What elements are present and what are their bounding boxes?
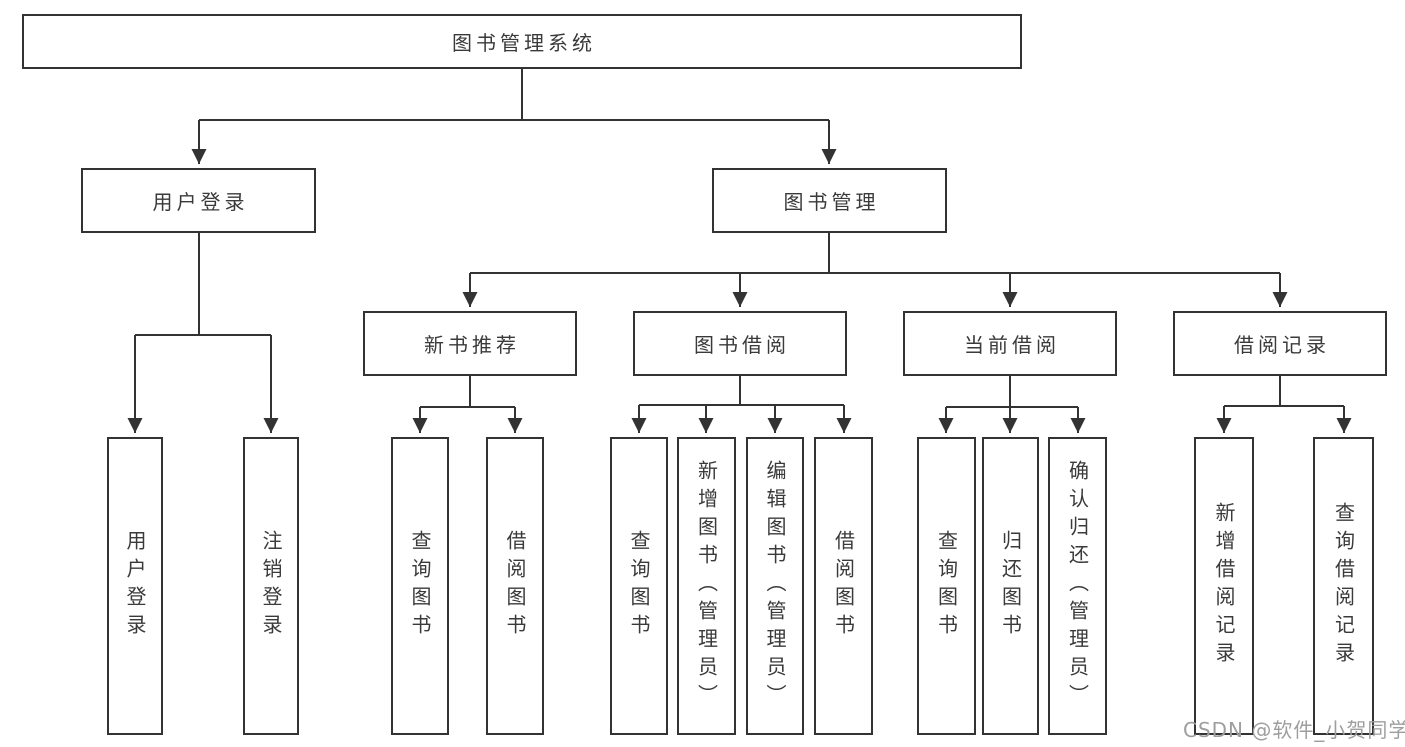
node-borrow-records: 借阅记录: [1173, 311, 1387, 376]
leaf-edit-books-admin: 编辑图书（管理员）: [746, 437, 804, 735]
node-book-borrow: 图书借阅: [633, 311, 847, 376]
leaf-return-books-label: 归还图书: [998, 530, 1023, 642]
node-root-system: 图书管理系统: [22, 14, 1022, 69]
node-user-login-branch: 用户登录: [81, 168, 316, 233]
node-borrow-records-label: 借阅记录: [1234, 333, 1330, 357]
node-book-mgmt-branch: 图书管理: [712, 168, 947, 233]
leaf-query-books-1-label: 查询图书: [408, 530, 432, 642]
leaf-query-books-2-label: 查询图书: [627, 530, 651, 642]
leaf-borrow-books-2: 借阅图书: [814, 437, 873, 735]
node-new-book-recommend: 新书推荐: [363, 311, 577, 376]
leaf-confirm-return-admin: 确认归还（管理员）: [1048, 437, 1107, 735]
leaf-query-books-2: 查询图书: [610, 437, 668, 735]
leaf-add-books-admin: 新增图书（管理员）: [677, 437, 736, 735]
node-current-borrow: 当前借阅: [903, 311, 1117, 376]
node-current-borrow-label: 当前借阅: [964, 333, 1060, 357]
leaf-query-books-3: 查询图书: [917, 437, 976, 735]
leaf-add-borrow-record-label: 新增借阅记录: [1212, 502, 1236, 670]
leaf-query-borrow-record-label: 查询借阅记录: [1331, 502, 1356, 670]
leaf-user-login: 用户登录: [107, 437, 163, 735]
leaf-query-books-3-label: 查询图书: [934, 530, 959, 642]
node-new-book-recommend-label: 新书推荐: [424, 333, 520, 357]
csdn-watermark: CSDN @软件_小贺同学: [1183, 718, 1405, 742]
leaf-logout-label: 注销登录: [259, 530, 283, 642]
leaf-return-books: 归还图书: [982, 437, 1039, 735]
leaf-borrow-books-2-label: 借阅图书: [831, 530, 856, 642]
node-user-login-branch-label: 用户登录: [152, 190, 249, 214]
leaf-borrow-books-1-label: 借阅图书: [503, 530, 527, 642]
leaf-query-borrow-record: 查询借阅记录: [1313, 437, 1374, 735]
node-root-system-label: 图书管理系统: [452, 31, 596, 55]
leaf-add-borrow-record: 新增借阅记录: [1194, 437, 1254, 735]
leaf-logout: 注销登录: [243, 437, 299, 735]
leaf-confirm-return-admin-label: 确认归还（管理员）: [1065, 460, 1090, 712]
leaf-borrow-books-1: 借阅图书: [486, 437, 544, 735]
node-book-borrow-label: 图书借阅: [694, 333, 790, 357]
leaf-query-books-1: 查询图书: [391, 437, 449, 735]
leaf-edit-books-admin-label: 编辑图书（管理员）: [763, 460, 787, 712]
node-book-mgmt-branch-label: 图书管理: [783, 190, 880, 214]
leaf-add-books-admin-label: 新增图书（管理员）: [694, 460, 719, 712]
leaf-user-login-label: 用户登录: [123, 530, 147, 642]
